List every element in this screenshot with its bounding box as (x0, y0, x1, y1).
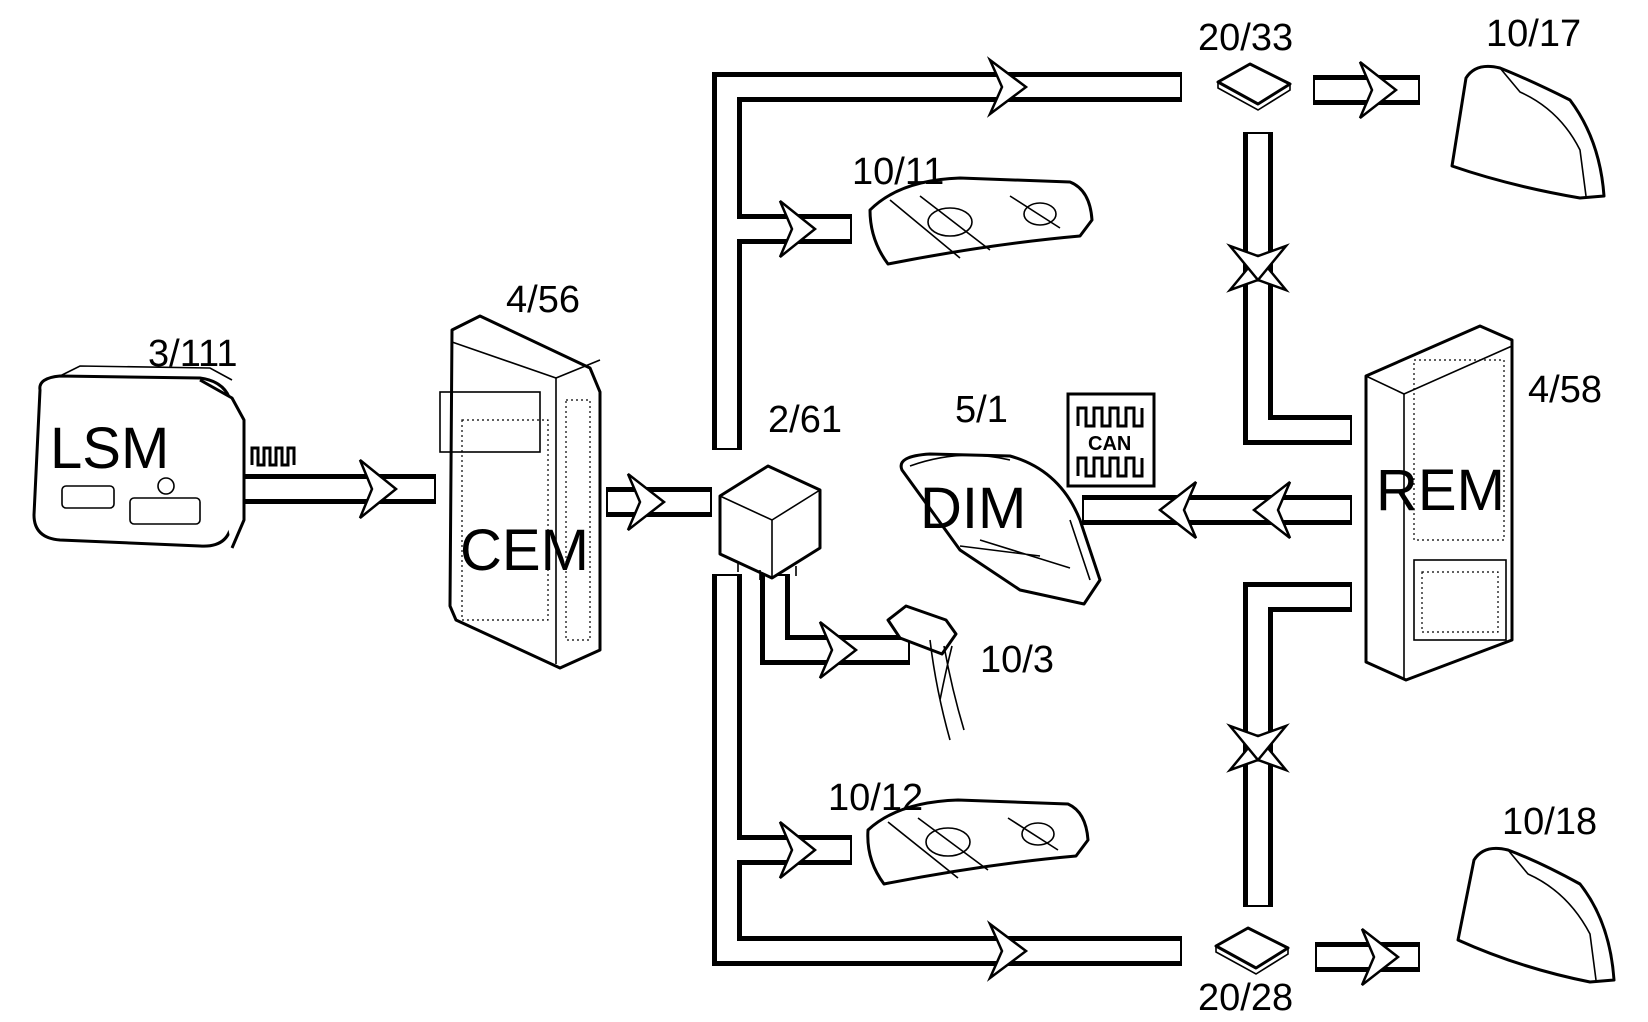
fog-lamp (886, 604, 965, 741)
dim-label: DIM (920, 476, 1026, 541)
fog-lamp-ref: 10/3 (980, 639, 1054, 681)
lsm-module: LSM (32, 365, 296, 549)
arrow-rear-lamp-right (1360, 928, 1401, 986)
cem-label: CEM (460, 518, 589, 583)
arrow-upper-bidir-down (1226, 243, 1290, 282)
connector-lower (1214, 926, 1290, 975)
headlamp-right (866, 798, 1090, 886)
headlamp-left (868, 176, 1094, 266)
connector-upper-ref: 20/33 (1198, 17, 1293, 59)
rear-lamp-left-ref: 10/17 (1486, 13, 1581, 55)
arrow-rem-dim-1 (1251, 481, 1292, 539)
cem-ref: 4/56 (506, 279, 580, 321)
rem-ref: 4/58 (1528, 369, 1602, 411)
rear-lamp-left (1450, 64, 1606, 200)
arrow-lsm-cem (358, 459, 398, 519)
connector-lower-ref: 20/28 (1198, 977, 1293, 1019)
headlamp-right-ref: 10/12 (828, 777, 923, 819)
arrow-fog-lamp (818, 621, 859, 679)
can-label: CAN (1088, 433, 1131, 455)
arrow-bottom-bus (986, 920, 1029, 982)
rear-lamp-right-ref: 10/18 (1502, 801, 1597, 843)
rear-lamp-right (1456, 846, 1616, 984)
arrow-headlamp-left (778, 200, 818, 258)
connector-upper (1216, 62, 1292, 111)
arrow-top-bus (986, 56, 1029, 118)
arrow-rear-lamp-left (1358, 61, 1399, 119)
arrow-headlamp-right (778, 821, 818, 879)
arrow-cem-relay (626, 473, 667, 531)
can-bus-badge: CAN (1066, 392, 1156, 488)
signal-wave-icon (250, 446, 296, 467)
flow-pipes (242, 72, 1420, 972)
rem-module: REM (1364, 324, 1514, 682)
arrow-rem-dim-2 (1157, 481, 1198, 539)
lsm-label: LSM (50, 416, 169, 481)
cem-module: CEM (439, 314, 602, 670)
dim-module: DIM (899, 452, 1102, 606)
flow-arrows (358, 56, 1401, 986)
rem-label: REM (1376, 458, 1505, 523)
headlamp-left-ref: 10/11 (852, 151, 944, 193)
lsm-ref: 3/111 (148, 333, 237, 375)
dim-ref: 5/1 (955, 389, 1008, 431)
relay (718, 464, 822, 580)
arrow-lower-bidir-down (1226, 723, 1290, 762)
relay-ref: 2/61 (768, 399, 842, 441)
